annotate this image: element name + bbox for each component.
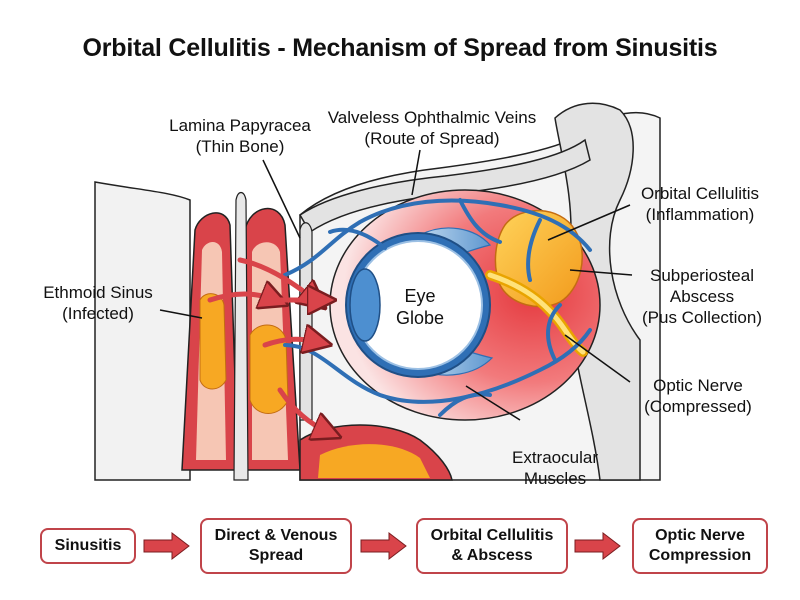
flow-step-text: Spread (248, 547, 304, 564)
spread-arrows (207, 257, 328, 432)
flow-step-text: Sinusitis (54, 537, 122, 554)
label-orbital-cellulitis: Orbital Cellulitis (Inflammation) (625, 183, 775, 225)
label-line: (Infected) (62, 304, 134, 323)
label-line: Orbital Cellulitis (640, 184, 760, 203)
label-ophthalmic-veins: Valveless Ophthalmic Veins (Route of Spr… (318, 107, 546, 149)
label-line: Extraocular (512, 448, 598, 467)
label-line: Optic Nerve (653, 376, 743, 395)
ophthalmic-veins (283, 198, 592, 417)
label-line: Subperiosteal (650, 266, 754, 285)
label-line: Globe (395, 308, 445, 328)
flow-step-spread: Direct & Venous Spread (200, 518, 352, 574)
flow-step-text: Direct & Venous (214, 527, 338, 544)
optic-nerve (485, 270, 588, 357)
flow-step-text: Optic Nerve (655, 527, 745, 544)
label-line: (Pus Collection) (642, 308, 762, 327)
label-line: Eye (404, 286, 436, 306)
flow-arrows (143, 531, 621, 561)
eye-globe (345, 232, 491, 378)
flow-step-text: Orbital Cellulitis (430, 527, 554, 544)
label-line: (Inflammation) (645, 205, 755, 224)
label-optic-nerve: Optic Nerve (Compressed) (628, 375, 768, 417)
label-line: Lamina Papyracea (169, 116, 311, 135)
leader-lines (159, 149, 633, 421)
flow-step-text: & Abscess (451, 547, 533, 564)
ethmoid-sinus (181, 191, 313, 481)
label-ethmoid-sinus: Ethmoid Sinus (Infected) (30, 282, 166, 324)
flow-step-optic-compression: Optic Nerve Compression (632, 518, 768, 574)
flow-step-sinusitis: Sinusitis (40, 528, 136, 564)
label-line: Abscess (669, 287, 735, 306)
flow-step-cellulitis-abscess: Orbital Cellulitis & Abscess (416, 518, 568, 574)
label-line: (Compressed) (644, 397, 752, 416)
label-line: (Thin Bone) (195, 137, 285, 156)
label-line: Muscles (523, 469, 587, 488)
label-subperiosteal-abscess: Subperiosteal Abscess (Pus Collection) (632, 265, 772, 328)
label-lamina-papyracea: Lamina Papyracea (Thin Bone) (150, 115, 330, 157)
label-eye-globe: Eye Globe (385, 285, 455, 329)
flow-step-text: Compression (648, 547, 752, 564)
label-line: Ethmoid Sinus (43, 283, 153, 302)
label-line: (Route of Spread) (364, 129, 500, 148)
page-title: Orbital Cellulitis - Mechanism of Spread… (82, 34, 718, 62)
label-extraocular-muscles: Extraocular Muscles (495, 447, 615, 489)
label-line: Valveless Ophthalmic Veins (327, 108, 537, 127)
